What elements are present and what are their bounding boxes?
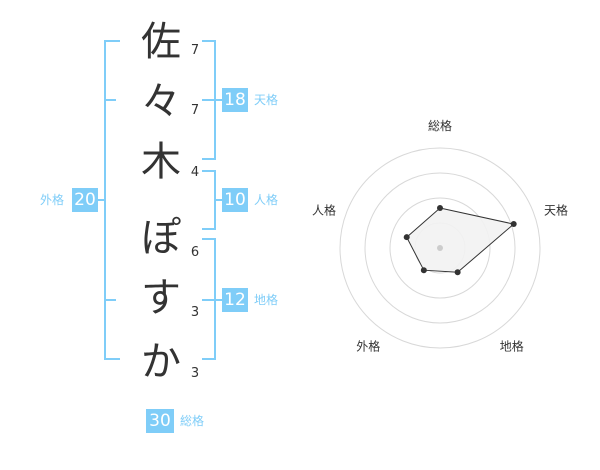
- jinkaku-label: 人格: [254, 193, 279, 207]
- radar-axis-label-3: 地格: [500, 339, 524, 354]
- radar-point-2: [510, 221, 517, 228]
- radar-axis-label-2: 天格: [544, 202, 568, 217]
- soukaku-label: 総格: [180, 414, 205, 428]
- name-char-2: 々: [141, 79, 181, 125]
- gaikaku-label: 外格: [40, 193, 65, 207]
- chikaku-bracket-tick: [202, 299, 214, 301]
- stroke-count-4: 6: [190, 245, 200, 260]
- name-char-5: す: [141, 275, 181, 321]
- stroke-count-3: 4: [190, 165, 200, 180]
- name-char-1: 佐: [141, 19, 181, 65]
- radar-point-1: [437, 205, 443, 211]
- name-char-3: 木: [141, 139, 181, 185]
- gaikaku-connector: [96, 199, 106, 201]
- gaikaku-value: 20: [72, 188, 98, 212]
- tenkaku-value: 18: [222, 88, 248, 112]
- stroke-count-5: 3: [190, 305, 200, 320]
- stroke-count-2: 7: [190, 103, 200, 118]
- tenkaku-bracket-tick: [202, 99, 214, 101]
- jinkaku-connector: [214, 199, 222, 201]
- chikaku-connector: [214, 299, 222, 301]
- radar-center-dot: [437, 245, 443, 251]
- radar-grid-ring-4: [339, 147, 541, 349]
- radar-axis-label-4: 外格: [356, 339, 380, 354]
- name-char-4: ぽ: [141, 215, 181, 261]
- tenkaku-label: 天格: [254, 93, 279, 107]
- radar-grid-ring-3: [364, 172, 516, 324]
- radar-polygon: [406, 207, 515, 273]
- jinkaku-value: 10: [222, 188, 248, 212]
- stroke-count-1: 7: [190, 43, 200, 58]
- name-char-6: か: [141, 339, 181, 385]
- radar-grid-ring-2: [389, 197, 491, 299]
- radar-point-3: [454, 269, 461, 276]
- tenkaku-connector: [214, 99, 222, 101]
- gaikaku-bracket-tick-2: [104, 299, 116, 301]
- radar-axis-label-1: 総格: [428, 118, 452, 133]
- soukaku-value: 30: [146, 409, 174, 433]
- chikaku-label: 地格: [254, 293, 279, 307]
- chikaku-value: 12: [222, 288, 248, 312]
- radar-point-5: [403, 234, 410, 241]
- stroke-count-6: 3: [190, 366, 200, 381]
- gaikaku-bracket-tick-1: [104, 99, 116, 101]
- radar-axis-label-5: 人格: [312, 202, 336, 217]
- gaikaku-bracket: [104, 40, 120, 360]
- radar-point-4: [420, 267, 427, 274]
